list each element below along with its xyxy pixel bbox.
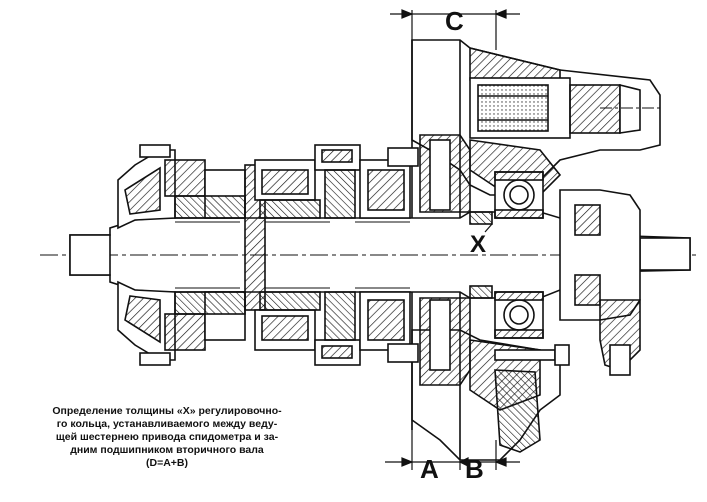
dimension-a-b bbox=[385, 420, 520, 470]
adjusting-ring-x bbox=[469, 211, 493, 299]
synchronizer-left bbox=[164, 159, 246, 351]
rear-bearing-upper bbox=[494, 171, 544, 219]
lower-bolt bbox=[494, 344, 570, 366]
input-gear-left bbox=[117, 144, 176, 366]
label-b: B bbox=[465, 454, 484, 484]
label-a: A bbox=[420, 454, 439, 484]
gear-middle bbox=[244, 159, 321, 351]
rear-bearing-lower bbox=[494, 291, 544, 339]
dimension-c bbox=[390, 9, 520, 50]
x-leader-line bbox=[484, 223, 493, 233]
upper-bearing-housing bbox=[469, 77, 660, 139]
rear-flange bbox=[559, 189, 641, 376]
caption-line: го кольца, устанавливаемого между веду- bbox=[56, 418, 278, 430]
caption-line: щей шестернею привода спидометра и за- bbox=[55, 431, 279, 443]
figure-caption: Определение толщины «Х» регулировочно- г… bbox=[2, 405, 332, 470]
caption-line: дним подшипником вторичного вала bbox=[70, 444, 264, 456]
speedometer-drive-gear bbox=[419, 134, 471, 386]
caption-line: (D=A+B) bbox=[145, 457, 188, 469]
label-x: X bbox=[470, 231, 486, 258]
housing bbox=[411, 39, 661, 461]
label-c: C bbox=[445, 6, 464, 36]
gear-right bbox=[359, 147, 419, 363]
synchronizer-middle bbox=[314, 144, 361, 366]
caption-line: Определение толщины «Х» регулировочно- bbox=[52, 405, 282, 417]
